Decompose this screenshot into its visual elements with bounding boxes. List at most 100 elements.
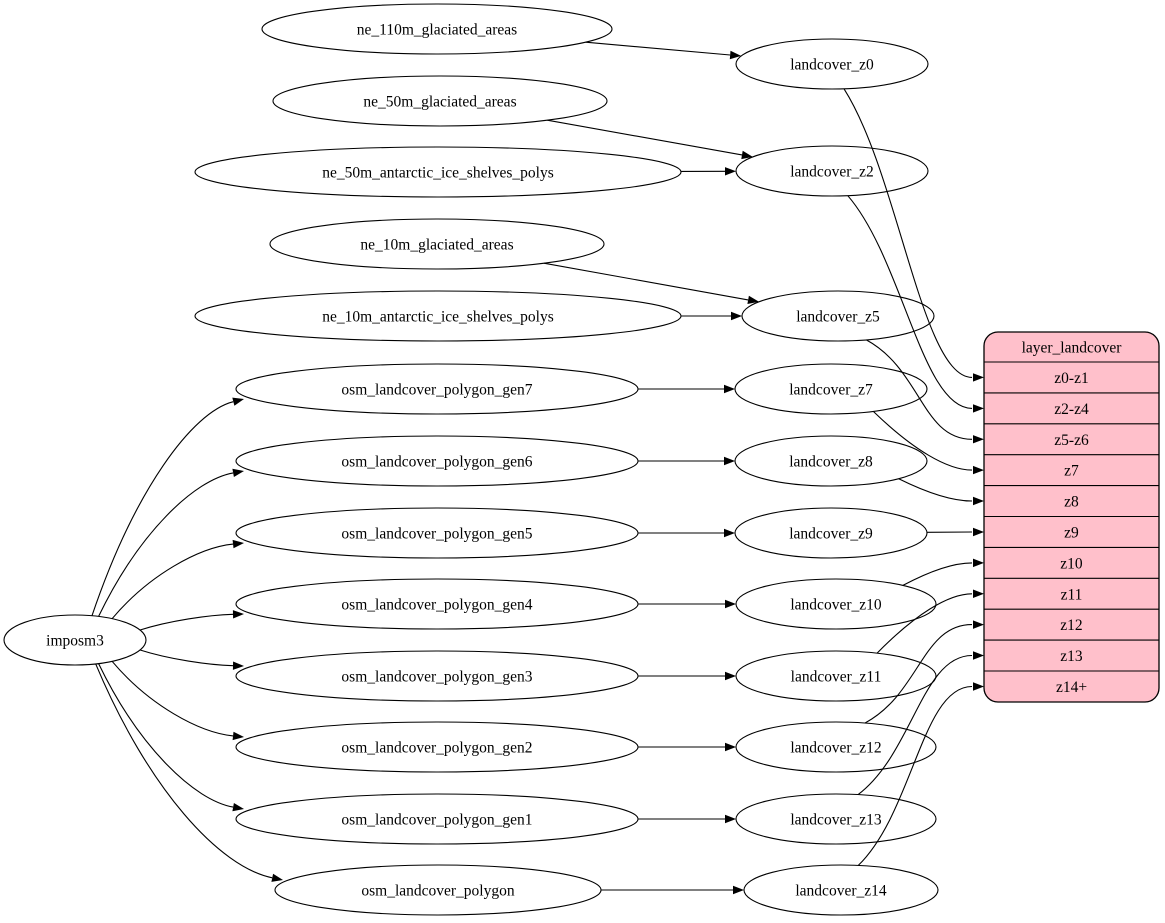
node-landcover_z2: landcover_z2 <box>735 145 929 197</box>
edge-landcover_z7-to-layer_landcover-row-3 <box>872 411 973 471</box>
edge-landcover_z0-to-layer_landcover-row-0 <box>843 88 973 378</box>
record-layer_landcover: layer_landcoverz0-z1z2-z4z5-z6z7z8z9z10z… <box>983 331 1160 703</box>
node-ne_110m_glaciated_areas: ne_110m_glaciated_areas <box>261 3 613 55</box>
arrowhead <box>733 885 744 895</box>
arrowhead <box>973 527 984 537</box>
node-landcover_z7: landcover_z7 <box>734 363 928 415</box>
node-label: ne_110m_glaciated_areas <box>357 22 517 39</box>
record-row-label: z11 <box>1061 586 1083 603</box>
arrowhead <box>973 651 984 660</box>
node-label: landcover_z5 <box>796 309 880 326</box>
arrowhead <box>725 167 736 176</box>
node-ellipse <box>235 507 639 559</box>
node-label: landcover_z11 <box>791 669 882 686</box>
node-landcover_z11: landcover_z11 <box>735 650 937 702</box>
edge-imposm3-to-osm_landcover_polygon_gen4 <box>139 613 234 631</box>
edge-imposm3-to-osm_landcover_polygon_gen7 <box>91 401 234 616</box>
edge-ne_50m_glaciated_areas-to-landcover_z2 <box>547 119 743 156</box>
node-ellipse <box>269 218 605 270</box>
edge-imposm3-to-osm_landcover_polygon_gen6 <box>98 472 234 617</box>
node-ellipse <box>734 435 928 487</box>
node-ellipse <box>3 614 147 666</box>
arrowhead <box>271 873 283 882</box>
arrowhead <box>973 496 984 506</box>
node-osm_landcover_polygon: osm_landcover_polygon <box>274 864 602 916</box>
arrowhead <box>973 465 984 475</box>
node-landcover_z12: landcover_z12 <box>735 721 937 773</box>
arrowhead <box>232 661 244 670</box>
node-landcover_z13: landcover_z13 <box>735 793 937 845</box>
node-imposm3: imposm3 <box>3 614 147 666</box>
arrowhead <box>973 589 984 598</box>
node-ellipse <box>194 146 682 198</box>
edge-imposm3-to-osm_landcover_polygon_gen1 <box>98 663 234 808</box>
node-osm_landcover_polygon_gen3: osm_landcover_polygon_gen3 <box>235 650 639 702</box>
edges-layer <box>91 41 984 895</box>
record-row-label: z10 <box>1060 555 1083 572</box>
node-landcover_z14: landcover_z14 <box>743 864 939 916</box>
node-label: osm_landcover_polygon <box>361 883 515 900</box>
node-label: landcover_z7 <box>789 382 873 399</box>
edge-imposm3-to-osm_landcover_polygon_gen5 <box>111 543 234 620</box>
node-ellipse <box>735 578 937 630</box>
node-label: landcover_z9 <box>789 526 873 543</box>
edge-imposm3-to-osm_landcover_polygon_gen3 <box>139 649 234 667</box>
node-landcover_z9: landcover_z9 <box>734 507 928 559</box>
record-row-label: z7 <box>1064 463 1079 480</box>
node-label: osm_landcover_polygon_gen1 <box>341 812 532 829</box>
node-landcover_z8: landcover_z8 <box>734 435 928 487</box>
node-osm_landcover_polygon_gen6: osm_landcover_polygon_gen6 <box>235 435 639 487</box>
arrowhead <box>725 671 736 681</box>
arrowhead <box>724 528 735 538</box>
arrowhead <box>741 150 753 160</box>
node-ellipse <box>735 650 937 702</box>
node-osm_landcover_polygon_gen2: osm_landcover_polygon_gen2 <box>235 721 639 773</box>
arrowhead <box>724 456 735 466</box>
node-ne_10m_glaciated_areas: ne_10m_glaciated_areas <box>269 218 605 270</box>
edge-landcover_z5-to-layer_landcover-row-2 <box>866 339 973 440</box>
arrowhead <box>973 620 984 629</box>
arrowhead <box>232 397 244 406</box>
edge-landcover_z8-to-layer_landcover-row-4 <box>898 478 973 502</box>
node-label: landcover_z12 <box>790 740 881 757</box>
node-ellipse <box>274 864 602 916</box>
node-label: ne_10m_antarctic_ice_shelves_polys <box>322 309 554 326</box>
arrowhead <box>731 311 742 321</box>
node-ellipse <box>735 38 929 90</box>
node-ellipse <box>735 721 937 773</box>
node-ellipse <box>235 650 639 702</box>
arrowhead <box>232 803 244 812</box>
arrowhead <box>973 435 984 444</box>
node-label: osm_landcover_polygon_gen4 <box>341 597 532 614</box>
node-label: osm_landcover_polygon_gen3 <box>341 669 532 686</box>
arrowhead <box>232 731 244 741</box>
node-ne_50m_glaciated_areas: ne_50m_glaciated_areas <box>272 75 608 127</box>
node-label: ne_50m_antarctic_ice_shelves_polys <box>322 165 554 182</box>
arrowhead <box>725 814 736 824</box>
node-label: osm_landcover_polygon_gen7 <box>341 382 532 399</box>
node-ellipse <box>735 145 929 197</box>
arrowhead <box>725 599 736 609</box>
arrowhead <box>232 468 244 477</box>
arrowhead <box>724 384 735 394</box>
node-osm_landcover_polygon_gen4: osm_landcover_polygon_gen4 <box>235 578 639 630</box>
node-label: osm_landcover_polygon_gen2 <box>341 740 532 757</box>
node-landcover_z10: landcover_z10 <box>735 578 937 630</box>
node-ellipse <box>272 75 608 127</box>
node-label: ne_50m_glaciated_areas <box>363 94 516 111</box>
arrowhead <box>973 404 984 413</box>
arrowhead <box>232 610 244 619</box>
node-label: imposm3 <box>46 633 104 650</box>
arrowhead <box>973 373 984 382</box>
record-row-label: z13 <box>1060 648 1083 665</box>
node-label: landcover_z2 <box>790 164 874 181</box>
node-ellipse <box>194 290 682 342</box>
node-label: osm_landcover_polygon_gen5 <box>341 526 532 543</box>
edge-ne_110m_glaciated_areas-to-landcover_z0 <box>585 41 731 56</box>
record-title: layer_landcover <box>1022 340 1123 357</box>
node-label: ne_10m_glaciated_areas <box>360 237 513 254</box>
record-row-label: z8 <box>1064 494 1079 511</box>
node-ellipse <box>734 363 928 415</box>
record-row-label: z5-z6 <box>1054 432 1089 449</box>
edge-imposm3-to-osm_landcover_polygon_gen2 <box>111 660 234 737</box>
